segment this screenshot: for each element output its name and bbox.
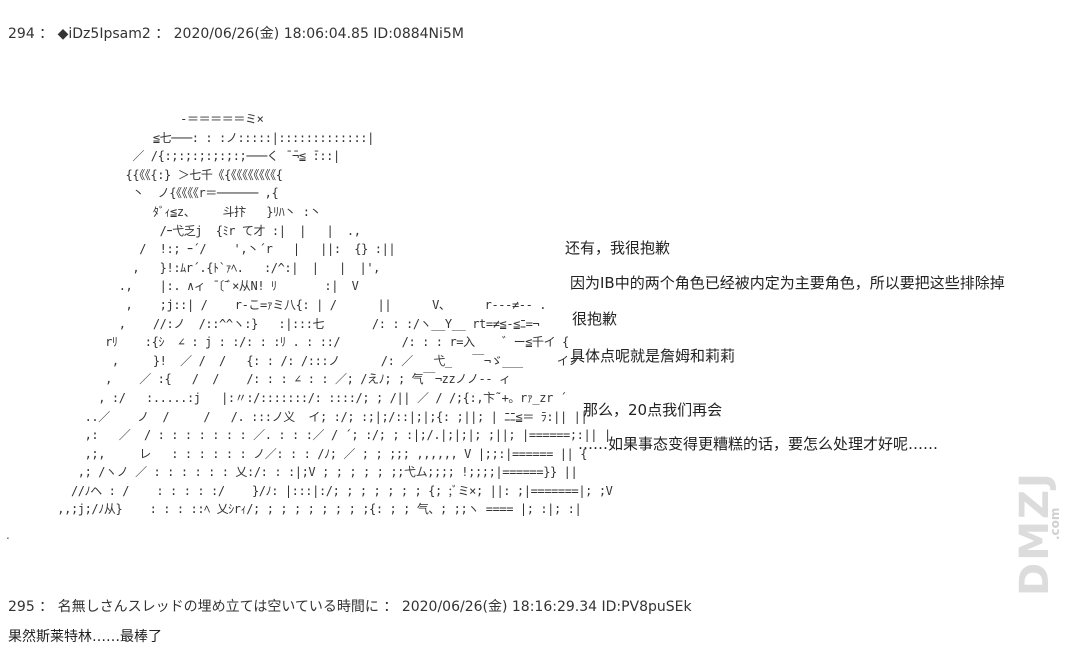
ascii-art-figure: -＝＝＝＝＝ミ× ≦七───: : :ノ:::::|:::::::::::::|… <box>57 112 613 517</box>
post-295-body: 果然斯莱特林……最棒了 <box>8 629 162 645</box>
post-294-line-4: 具体点呢就是詹姆和莉莉 <box>570 347 736 365</box>
site-watermark-logo: DMZJ .com <box>1010 471 1066 642</box>
post-294-line-2: 因为IB中的两个角色已经被内定为主要角色，所以要把这些排除掉 <box>570 274 1005 292</box>
watermark-dotcom: .com <box>1048 507 1062 540</box>
post-294-header: 294 ： ◆iDz5Ipsam2 ： 2020/06/26(金) 18:06:… <box>8 26 464 42</box>
post-294-line-5: 那么，20点我们再会 <box>583 401 723 419</box>
stray-mark: . <box>6 528 10 542</box>
post-295-header: 295 ： 名無しさんスレッドの埋め立ては空いている時間に ： 2020/06/… <box>8 599 692 615</box>
post-294-line-1: 还有，我很抱歉 <box>565 239 671 257</box>
post-294-line-3: 很抱歉 <box>572 310 618 328</box>
post-294-line-6: ……如果事态变得更糟糕的话，要怎么处理才好呢…… <box>578 435 939 453</box>
